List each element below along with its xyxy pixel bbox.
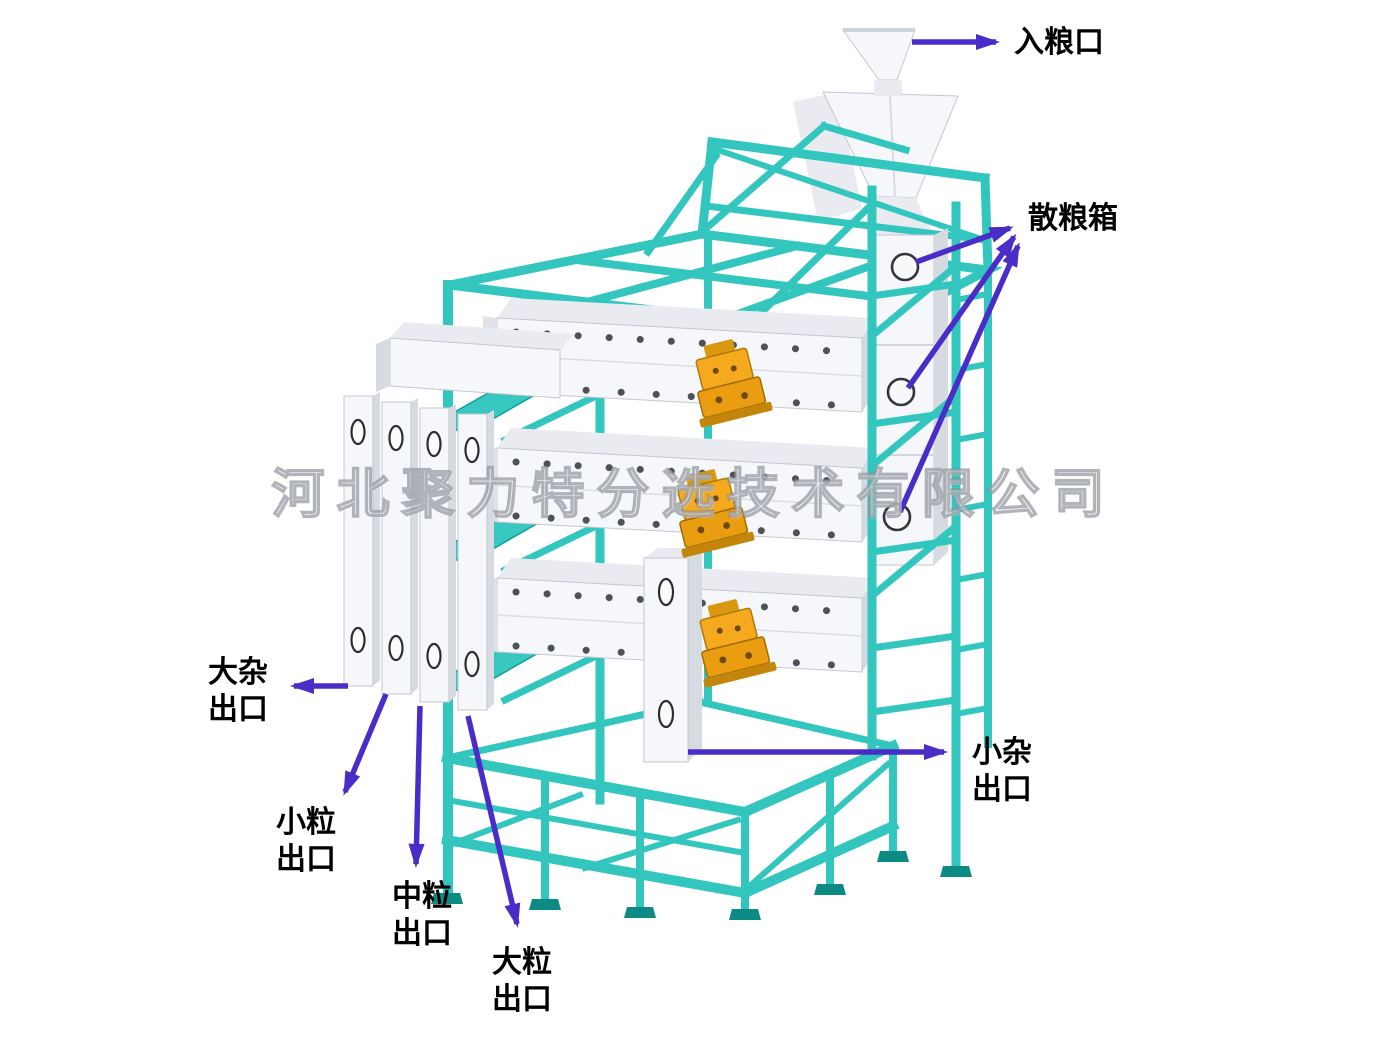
label-large-impurity-outlet: 大杂 出口 [208, 656, 268, 726]
label-small-grain-outlet: 小粒 出口 [276, 806, 336, 876]
label-grain-box: 散粮箱 [1028, 202, 1118, 235]
label-small-impurity-outlet: 小杂 出口 [972, 736, 1032, 806]
small-grain-arrow [342, 692, 389, 796]
outlet-panel-assembly [343, 322, 574, 711]
outlet-panel-large-impurity [343, 392, 380, 687]
grain-inlet-funnel [842, 29, 916, 81]
annotation-arrows [289, 33, 1021, 928]
outlet-panel-medium-grain [419, 404, 456, 703]
label-inlet: 入粮口 [1014, 26, 1104, 59]
top-frame-cage [643, 121, 993, 321]
large-grain-arrow [465, 715, 521, 928]
outlet-panel-large-grain [457, 410, 494, 711]
base-frame [441, 697, 972, 920]
label-medium-grain-outlet: 中粒 出口 [392, 880, 452, 950]
grain-box-arrow-3 [897, 242, 1021, 514]
medium-grain-arrow [408, 705, 425, 869]
grain-box-arrow-1 [915, 225, 1014, 265]
grain-box-port-1 [890, 252, 920, 282]
grain-box-arrow-2 [905, 233, 1017, 390]
grain-box-port-3 [882, 502, 912, 532]
small-impurity-channel [643, 548, 702, 763]
label-large-grain-outlet: 大粒 出口 [492, 946, 552, 1016]
outlet-panel-small-grain [381, 398, 418, 695]
